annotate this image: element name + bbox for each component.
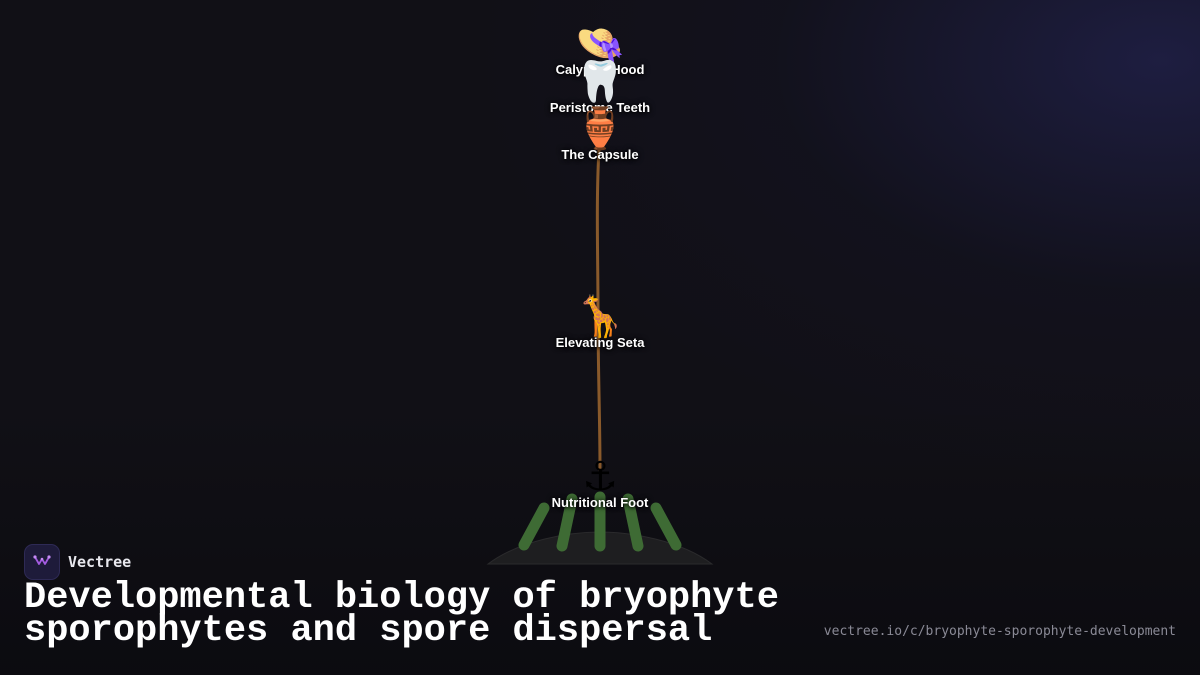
seta-stalk [595, 148, 602, 472]
peristome-teeth-node: 🦷 Peristome Teeth [550, 60, 650, 115]
nutritional-foot-label: Nutritional Foot [551, 495, 649, 510]
amphora-icon: 🏺 [575, 106, 625, 152]
capsule-node: 🏺 The Capsule [561, 107, 638, 162]
giraffe-icon: 🦒 [575, 294, 625, 340]
anchor-icon: ⚓ [582, 454, 618, 500]
peristome-teeth-label: Peristome Teeth [549, 100, 651, 115]
capsule-label: The Capsule [561, 147, 639, 162]
page-url[interactable]: vectree.io/c/bryophyte-sporophyte-develo… [823, 624, 1176, 639]
brand-name: Vectree [68, 553, 132, 571]
calyptra-hood-node: 👒 Calyptra Hood [556, 22, 645, 77]
brand[interactable]: Vectree [24, 544, 131, 580]
hat-with-bow-icon: 👒 [575, 21, 625, 67]
calyptra-hood-label: Calyptra Hood [555, 62, 645, 77]
page-title: Developmental biology of bryophyte sporo… [24, 577, 779, 652]
vectree-logo-icon [24, 544, 60, 580]
elevating-seta-label: Elevating Seta [555, 335, 645, 350]
tooth-icon: 🦷 [575, 59, 625, 105]
elevating-seta-node: 🦒 Elevating Seta [556, 295, 645, 350]
gametophyte-leaves [518, 491, 682, 552]
nutritional-foot-node: ⚓ Nutritional Foot [552, 455, 649, 510]
